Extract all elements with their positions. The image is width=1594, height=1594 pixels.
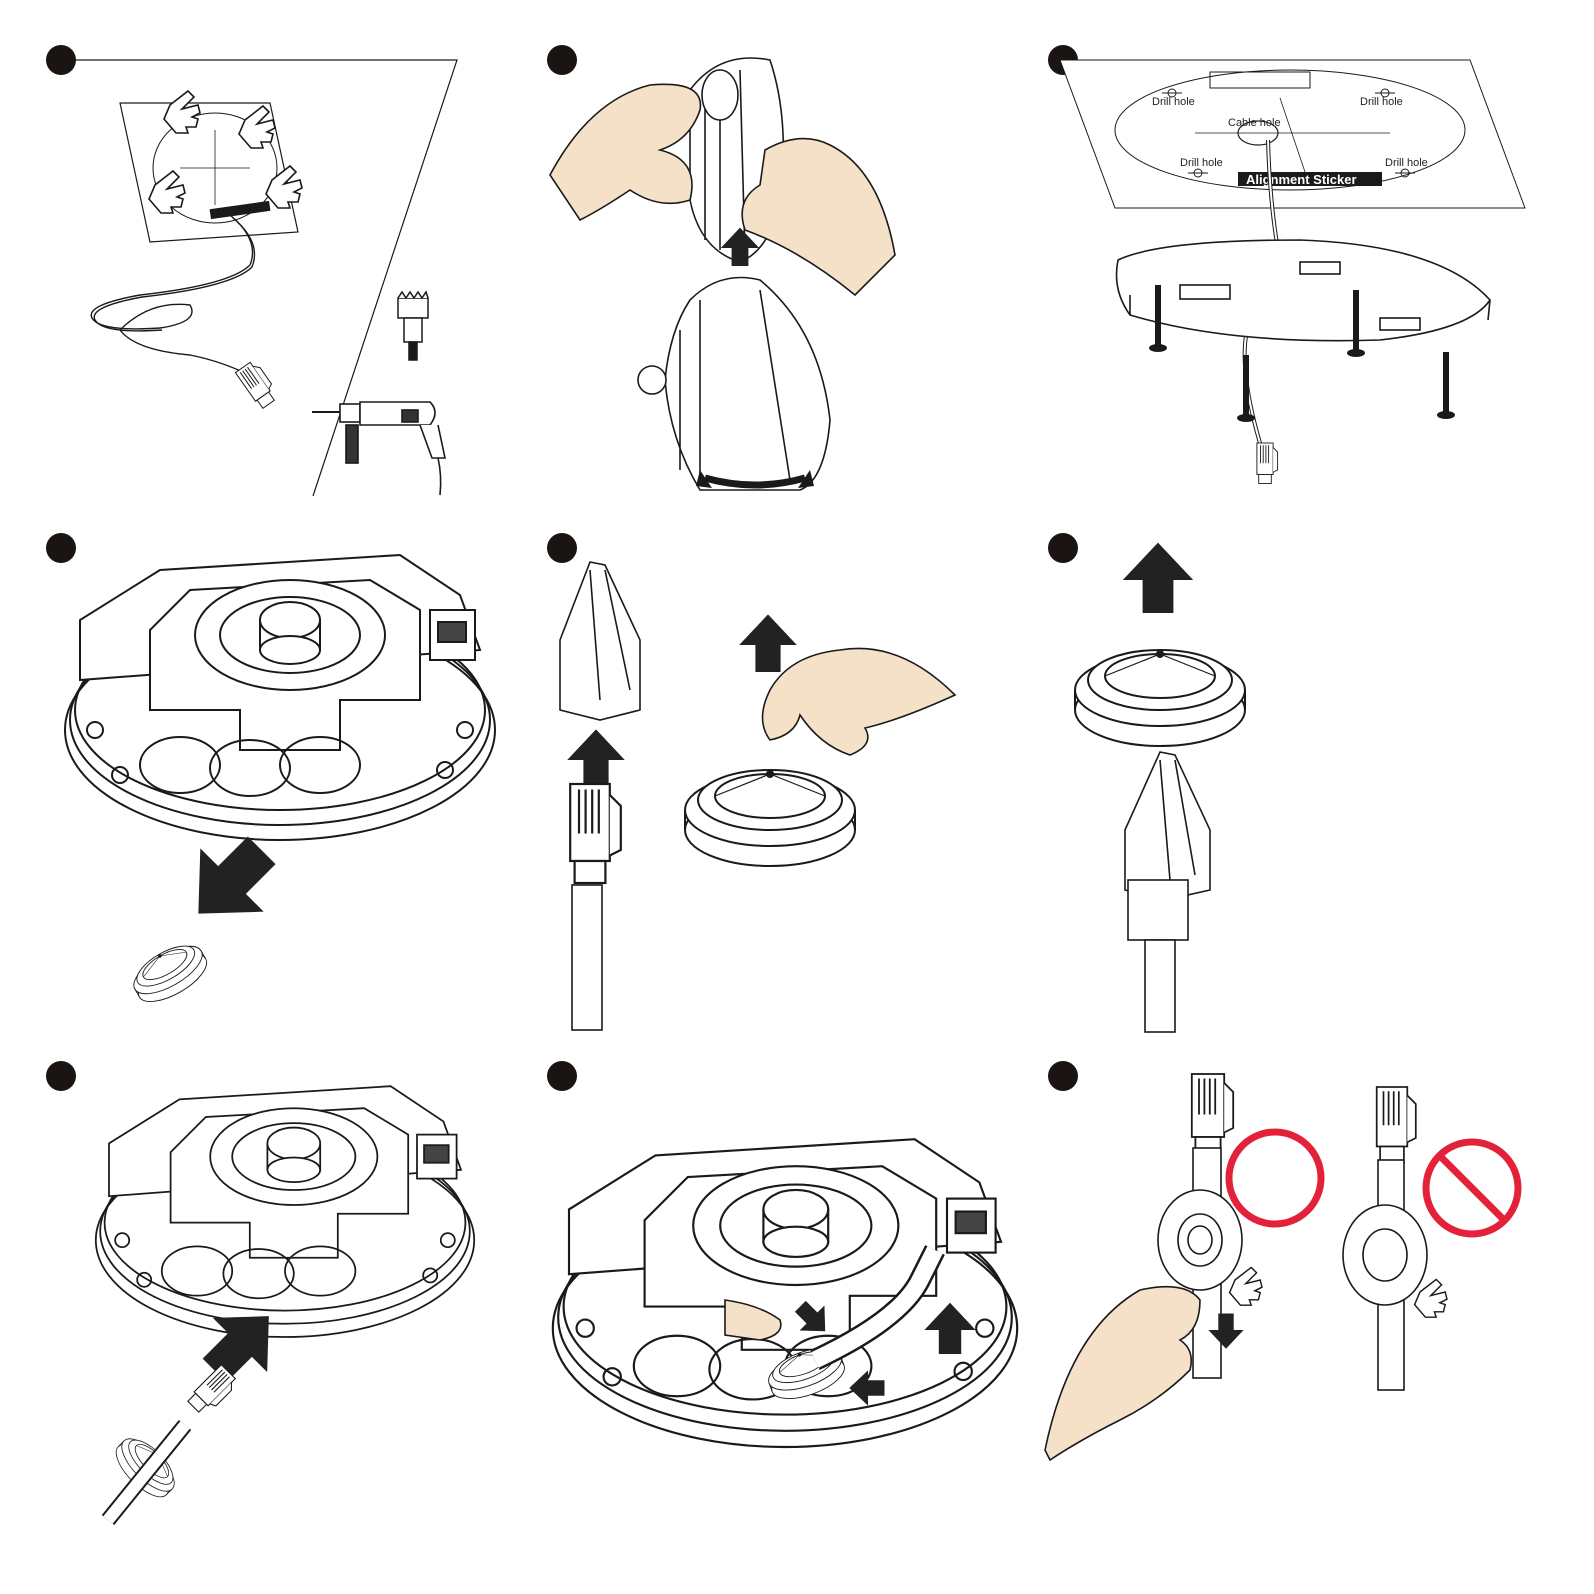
screw-icon (1149, 285, 1455, 422)
rj45-plug (569, 782, 622, 885)
arrow-up-icon (1122, 542, 1194, 613)
step-2-panel (547, 45, 896, 491)
mounting-plate (1115, 239, 1492, 342)
alignment-sticker-banner: Alignment Sticker (1238, 172, 1382, 187)
rj45-plug (1190, 1073, 1235, 1156)
rj45-plug (1375, 1086, 1417, 1165)
grommet (684, 769, 856, 867)
step-6-badge (1048, 533, 1078, 563)
hand-left (549, 83, 702, 222)
cable (571, 884, 603, 1031)
camera-side-view-bottom (637, 276, 831, 491)
grommet-side (1157, 1189, 1243, 1291)
step-6-panel (1048, 533, 1246, 1033)
step-7-panel (46, 1061, 476, 1526)
step-1-panel (46, 45, 458, 497)
step-1-badge (46, 45, 76, 75)
drill-hole-label: Drill hole (1360, 96, 1403, 108)
hole-saw-bit-icon (397, 290, 429, 361)
cable (1144, 939, 1176, 1033)
hand-icon (761, 647, 957, 756)
drill-hole-label: Drill hole (1152, 96, 1195, 108)
connector-boot (1124, 751, 1211, 901)
power-drill-icon (312, 401, 446, 496)
hand-icon (1228, 1266, 1263, 1306)
thumb-press (724, 1299, 782, 1341)
step-5-panel (547, 533, 957, 1031)
rotate-arrow-icon (696, 470, 814, 489)
camera-base (94, 1085, 476, 1338)
correct-method (1044, 1073, 1325, 1462)
rj45-plug (1127, 879, 1189, 941)
step-4-panel (46, 533, 496, 1012)
cable-hole-label: Cable hole (1228, 117, 1281, 129)
network-cable-coil (90, 214, 256, 379)
alignment-sticker-sheet: Drill hole Drill hole Drill hole Drill h… (1059, 59, 1526, 209)
prohibited-icon (1422, 1138, 1522, 1238)
grommet-side (1342, 1204, 1428, 1306)
hand-holding-cable (1044, 1285, 1201, 1462)
drill-hole-label: Drill hole (1385, 157, 1428, 169)
crosshair-icon (1162, 88, 1415, 178)
connector-boot (559, 561, 641, 721)
step-2-badge (547, 45, 577, 75)
step-3-panel: Drill hole Drill hole Drill hole Drill h… (1048, 45, 1526, 484)
wrong-method (1342, 1086, 1522, 1391)
step-9-badge (1048, 1061, 1078, 1091)
rj45-plug (234, 358, 281, 410)
camera-base (64, 554, 496, 841)
grommet (1074, 649, 1246, 747)
step-5-badge (547, 533, 577, 563)
grommet-plug (125, 934, 215, 1012)
step-7-badge (46, 1061, 76, 1091)
camera-base (551, 1138, 1019, 1449)
circle-ok-icon (1225, 1128, 1325, 1228)
rj45-plug (1256, 442, 1279, 484)
drill-hole-label: Drill hole (1180, 157, 1223, 169)
arrow-up-icon (567, 729, 625, 787)
hand-right (741, 137, 896, 297)
step-8-badge (547, 1061, 577, 1091)
step-9-panel (1044, 1061, 1522, 1462)
step-1-divider-line (76, 59, 458, 497)
svg-text:Alignment Sticker: Alignment Sticker (1246, 172, 1357, 187)
step-8-panel (547, 1061, 1019, 1449)
arrow-up-icon (739, 614, 797, 672)
step-4-badge (46, 533, 76, 563)
